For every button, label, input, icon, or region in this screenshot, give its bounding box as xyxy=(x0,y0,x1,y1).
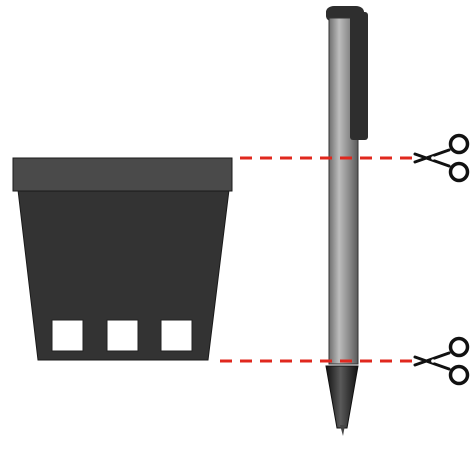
pot-rim xyxy=(12,157,233,192)
pen-clip xyxy=(350,12,368,140)
scissors-icon xyxy=(413,336,470,386)
pen xyxy=(325,6,368,436)
pot-window-3 xyxy=(160,319,193,352)
plant-pot xyxy=(12,157,233,361)
pen-nib xyxy=(340,425,345,436)
pot-window-1 xyxy=(51,319,84,352)
scissors-icon xyxy=(413,133,470,183)
pot-window-2 xyxy=(106,319,139,352)
pen-tip xyxy=(325,365,359,429)
